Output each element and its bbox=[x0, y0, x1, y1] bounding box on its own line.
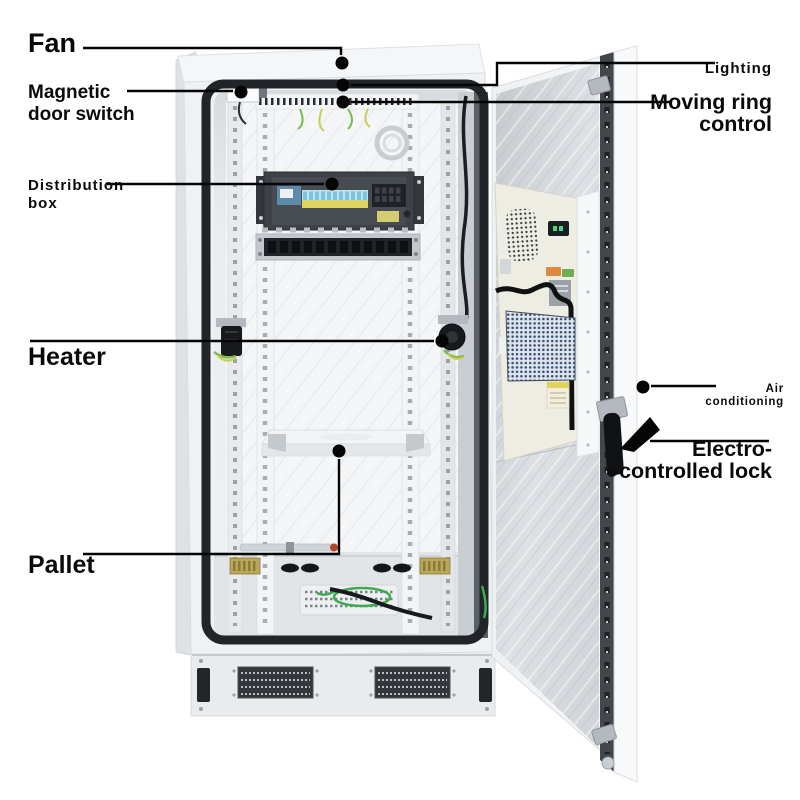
floor-cable bbox=[329, 587, 433, 620]
floor-vent-grille bbox=[299, 584, 399, 616]
ac-spec-label bbox=[546, 381, 570, 409]
label-magnetic-door-switch: Magnetic door switch bbox=[28, 82, 135, 125]
pallet-callout-dot bbox=[332, 444, 346, 458]
label-lighting: Lighting bbox=[704, 60, 772, 77]
base-vent-right bbox=[374, 666, 451, 699]
fan-callout-line bbox=[83, 46, 343, 55]
lighting-callout-line bbox=[351, 61, 715, 87]
interior-cable bbox=[460, 95, 469, 323]
lighting-callout-dot bbox=[336, 78, 350, 92]
air-conditioning-callout-dot bbox=[636, 380, 650, 394]
distribution-box bbox=[256, 171, 424, 231]
ground-terminal-blocks bbox=[229, 557, 451, 575]
label-pallet: Pallet bbox=[28, 551, 95, 579]
base-corner-slot-right bbox=[479, 668, 492, 702]
moving-ring-control-callout-dot bbox=[336, 95, 350, 109]
label-heater: Heater bbox=[28, 343, 106, 371]
bottom-heater-rod bbox=[239, 542, 338, 554]
door-bottom-roller bbox=[601, 756, 615, 770]
heat-exchanger bbox=[505, 310, 576, 382]
distribution-box-callout-dot bbox=[325, 177, 339, 191]
door-ground-wire bbox=[480, 585, 487, 619]
door-hinge-top bbox=[587, 75, 611, 96]
base-screws bbox=[199, 659, 489, 711]
fan-callout-dot bbox=[335, 56, 349, 70]
open-door bbox=[480, 45, 638, 784]
ac-display bbox=[548, 221, 569, 236]
breaker-label-strip bbox=[302, 200, 368, 208]
ground-wire-loop bbox=[316, 586, 392, 608]
heater-callout-dot bbox=[435, 334, 449, 348]
label-moving-ring-control: Moving ring control bbox=[650, 90, 772, 136]
door-stiffener-bar bbox=[576, 190, 600, 458]
cable-entry-holes bbox=[281, 563, 411, 573]
pallet-callout-line bbox=[83, 459, 341, 556]
cabinet-body bbox=[175, 43, 494, 657]
label-distribution-box: Distribution box bbox=[28, 177, 125, 212]
ac-connector-orange bbox=[546, 267, 561, 276]
base-corner-slot-left bbox=[197, 668, 210, 702]
label-air-conditioning: Air conditioning bbox=[705, 383, 784, 408]
electro-controlled-lock bbox=[596, 396, 628, 477]
callout-lines bbox=[30, 46, 769, 556]
air-conditioner-unit bbox=[494, 182, 588, 462]
ac-vent-grid bbox=[505, 208, 539, 262]
cabinet-base bbox=[190, 653, 496, 717]
base-vent-left bbox=[237, 666, 314, 699]
patch-panel bbox=[255, 233, 421, 261]
ac-connector-green bbox=[562, 269, 574, 277]
lock-pointer-arrow-icon bbox=[620, 417, 660, 452]
pallet-shelf bbox=[261, 429, 431, 457]
door-hinge-bottom bbox=[591, 723, 617, 745]
control-keypad bbox=[372, 184, 406, 207]
ac-cable bbox=[494, 282, 575, 431]
coiled-cable bbox=[374, 125, 410, 161]
hanging-wires bbox=[297, 108, 371, 132]
label-fan: Fan bbox=[28, 28, 77, 58]
magnetic-door-switch-callout-dot bbox=[234, 85, 248, 99]
label-electro-controlled-lock: Electro- controlled lock bbox=[619, 437, 772, 483]
